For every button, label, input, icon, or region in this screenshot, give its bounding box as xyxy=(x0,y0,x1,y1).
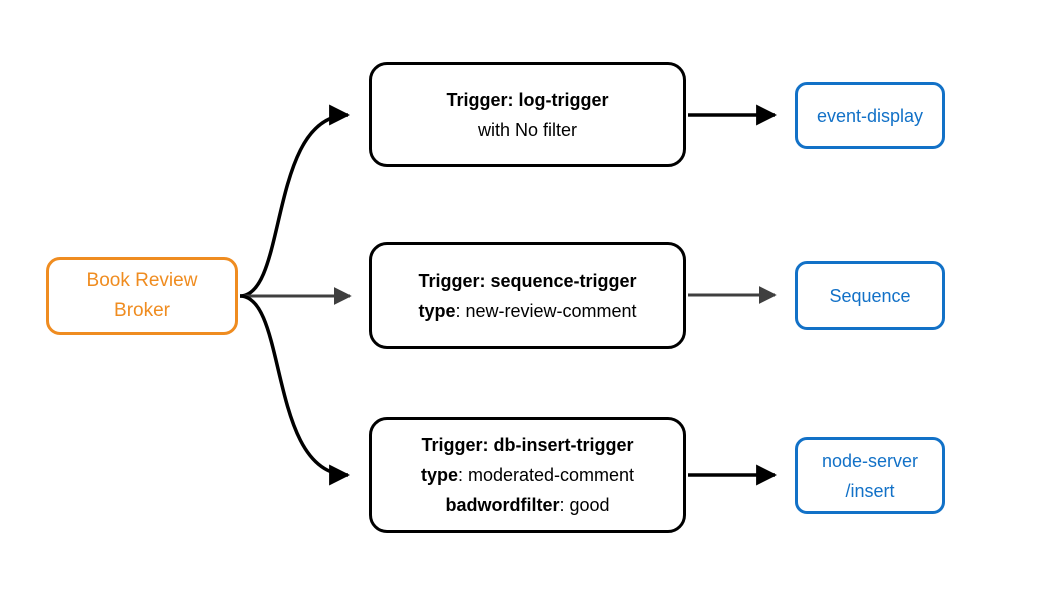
db-insert-trigger-title: Trigger: db-insert-trigger xyxy=(421,435,634,455)
db-insert-trigger-attr-type-value: : moderated-comment xyxy=(457,465,635,485)
db-insert-trigger-attr-badwordfilter: badwordfilter: good xyxy=(445,490,609,520)
node-server-label-line1: node-server xyxy=(821,450,919,471)
node-sink-sequence[interactable]: Sequence xyxy=(795,261,945,330)
event-display-label: event-display xyxy=(816,105,924,126)
edge-broker-to-db-insert-trigger xyxy=(239,294,351,486)
log-trigger-title: Trigger: log-trigger xyxy=(446,89,609,110)
broker-label-line1: Book Review xyxy=(86,270,198,291)
sequence-trigger-attr-type-value: : new-review-comment xyxy=(455,300,637,321)
node-server-label-line2: /insert xyxy=(845,480,895,501)
sequence-trigger-attr-type-key: type xyxy=(418,300,456,321)
edge-broker-to-log-trigger xyxy=(239,104,351,298)
log-trigger-filter: with No filter xyxy=(477,119,578,140)
broker-label-line2: Broker xyxy=(114,300,170,321)
db-insert-trigger-attr-badwordfilter-value: : good xyxy=(559,495,610,515)
sequence-trigger-attr-type: type: new-review-comment xyxy=(418,296,636,326)
node-book-review-broker[interactable]: Book Review Broker xyxy=(46,257,238,335)
db-insert-trigger-attr-badwordfilter-key: badwordfilter xyxy=(445,495,560,515)
sequence-trigger-title: Trigger: sequence-trigger xyxy=(418,270,637,291)
node-sink-node-server-insert[interactable]: node-server /insert xyxy=(795,437,945,514)
db-insert-trigger-attr-type-key: type xyxy=(420,465,458,485)
node-trigger-log-trigger[interactable]: Trigger: log-trigger with No filter xyxy=(369,62,686,167)
sequence-label: Sequence xyxy=(829,285,911,306)
node-sink-event-display[interactable]: event-display xyxy=(795,82,945,149)
db-insert-trigger-attr-type: type: moderated-comment xyxy=(421,460,634,490)
node-trigger-db-insert-trigger[interactable]: Trigger: db-insert-trigger type: moderat… xyxy=(369,417,686,533)
node-trigger-sequence-trigger[interactable]: Trigger: sequence-trigger type: new-revi… xyxy=(369,242,686,349)
